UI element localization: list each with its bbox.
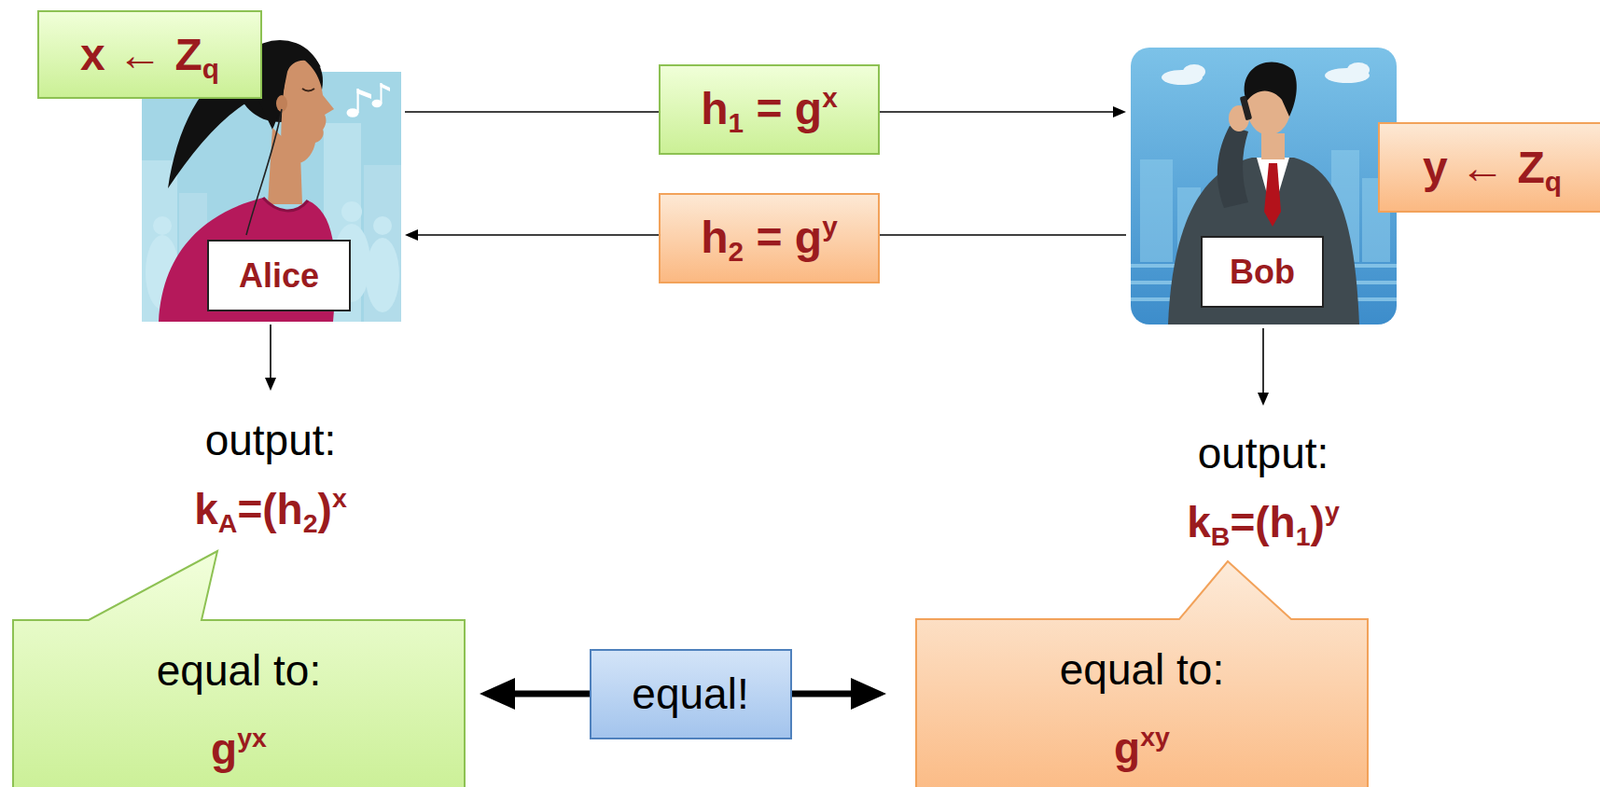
person-card: Bob [1130,47,1397,325]
text-run: y [821,210,838,242]
person-name: Bob [1229,252,1295,292]
callout-text: equal to: [12,646,466,696]
person-name: Alice [238,256,320,295]
text-run: 2 [303,508,319,539]
text-run: equal to: [1059,645,1225,695]
box-text: y ← Zq [1422,141,1562,194]
text-run: B [1210,521,1231,552]
text-run: x [821,82,838,113]
output-caption: output: [1197,429,1330,479]
text-run: yx [236,723,267,753]
message-text: h1 = gx [700,83,837,135]
bob-illustration [1130,47,1397,325]
callout-formula: gxy [915,723,1369,774]
text-run: = g [743,212,822,263]
text-run: A [218,508,238,539]
text-run: y ← Z [1422,142,1545,193]
callout-shape [916,561,1368,787]
text-run: 2 [728,236,745,267]
input-box: y ← Zq [1377,122,1600,213]
output-arrows [264,324,1269,406]
message-text: h2 = gy [700,211,837,264]
text-run: g [210,724,237,774]
text-run: ) [1310,498,1325,547]
text-run: q [202,53,220,84]
person-card: Alice [141,71,402,322]
text-run: x [332,483,348,514]
callout-box: equal to: gyx [12,545,466,787]
text-run: x ← Z [80,29,203,80]
text-run: h [700,212,728,263]
text-run: =(h [236,485,303,534]
text-run: k [194,485,219,534]
text-run: k [1186,498,1211,547]
key-formula: kA=(h2)x [194,485,348,535]
message-text: equal! [631,669,749,720]
name-plate: Bob [1200,236,1324,308]
key-formula: kB=(h1)y [1186,498,1340,548]
text-run: output: [1197,429,1330,478]
text-run: q [1544,166,1562,197]
callout-box: equal to: gxy [915,555,1369,787]
text-run: = g [743,83,822,134]
output-caption: output: [205,416,337,466]
text-run: h [700,83,728,134]
text-run: equal to: [156,646,321,696]
text-run: g [1113,723,1141,773]
text-run: 1 [1295,521,1311,552]
text-run: y [1324,496,1340,527]
text-run: Alice [238,256,320,295]
message-box: h1 = gx [658,64,880,155]
box-text: x ← Zq [80,28,220,81]
text-run: output: [205,416,337,465]
message-box: equal! [589,649,793,740]
input-box: x ← Zq [37,10,263,99]
text-run: =(h [1229,498,1295,547]
message-box: h2 = gy [658,193,880,284]
text-run: equal! [631,669,749,719]
text-run: Bob [1229,252,1295,292]
text-run: xy [1140,722,1170,752]
callout-text: equal to: [915,645,1369,696]
text-run: ) [318,485,333,534]
callout-shape [13,551,465,787]
name-plate: Alice [207,239,351,312]
text-run: 1 [728,107,745,139]
callout-formula: gyx [12,724,466,775]
